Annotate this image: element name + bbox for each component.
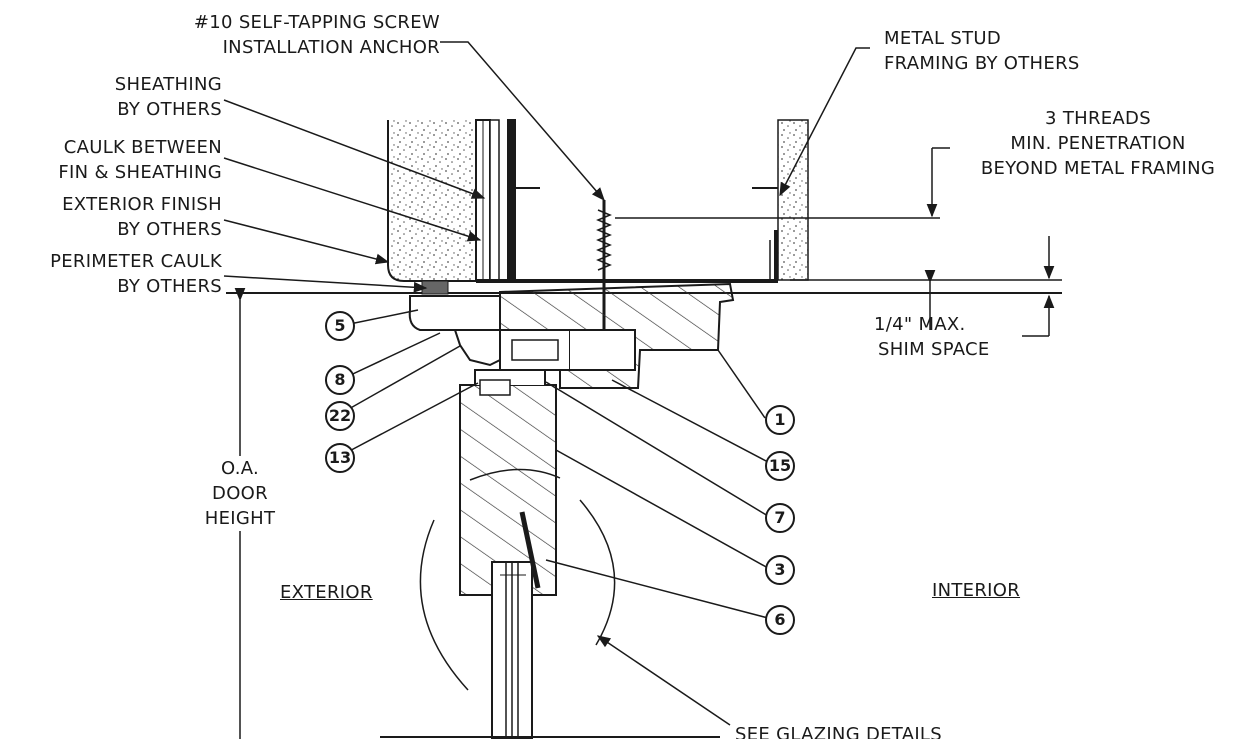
callout-7: 7 — [765, 503, 795, 533]
interior-label: INTERIOR — [932, 580, 1021, 601]
callout-13: 13 — [325, 443, 355, 473]
callout-3: 3 — [765, 555, 795, 585]
head-profile — [410, 296, 500, 330]
callout-8: 8 — [325, 365, 355, 395]
door-height-label: O.A. DOOR HEIGHT — [195, 456, 285, 531]
exterior-finish-block — [388, 120, 476, 281]
callout-6: 6 — [765, 605, 795, 635]
metal-stud-label: METAL STUD FRAMING BY OTHERS — [884, 28, 1080, 74]
nailing-fin — [490, 120, 499, 281]
sheathing-label: SHEATHING BY OTHERS — [114, 74, 222, 120]
callout-5: 5 — [325, 311, 355, 341]
glazing-stop — [522, 512, 538, 588]
exterior-label: EXTERIOR — [280, 582, 373, 603]
glazing-detail-arc-right — [580, 500, 615, 645]
exterior-finish-label: EXTERIOR FINISH BY OTHERS — [62, 194, 222, 240]
stud-flange-left — [508, 120, 515, 282]
callout-15: 15 — [765, 451, 795, 481]
shim-space-label: 1/4" MAX. SHIM SPACE — [874, 314, 990, 360]
glazing-detail-arc-top — [470, 469, 560, 480]
glazing-detail-arc-left — [420, 520, 468, 690]
perimeter-caulk-label: PERIMETER CAULK BY OTHERS — [50, 251, 222, 297]
callout-22: 22 — [325, 401, 355, 431]
caulk-fin-label: CAULK BETWEEN FIN & SHEATHING — [58, 137, 222, 183]
callout-1: 1 — [765, 405, 795, 435]
screw-label: #10 SELF-TAPPING SCREW INSTALLATION ANCH… — [193, 12, 440, 58]
metal-framing — [476, 230, 776, 281]
right-stud-wall — [778, 120, 808, 280]
glazing-details-label: SEE GLAZING DETAILS — [735, 724, 942, 745]
threads-label: 3 THREADS MIN. PENETRATION BEYOND METAL … — [980, 108, 1216, 179]
